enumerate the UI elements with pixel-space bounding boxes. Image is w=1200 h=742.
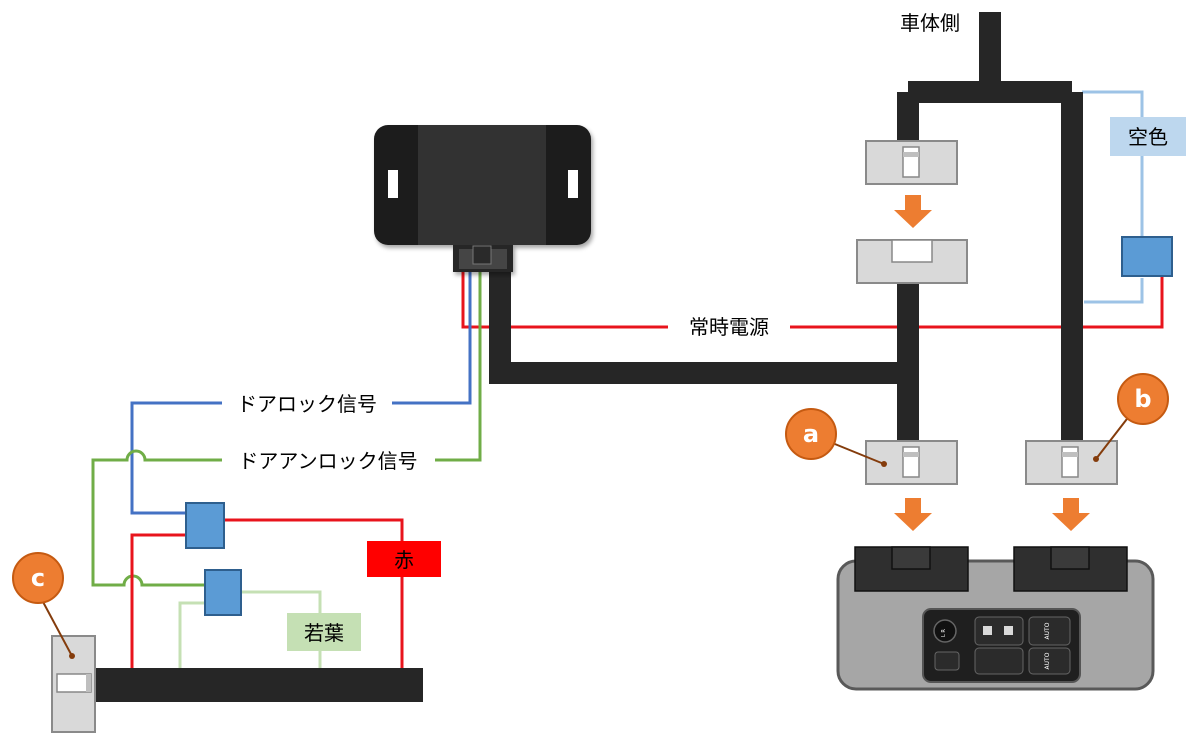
vehicle-side-label: 車体側	[900, 11, 960, 35]
red-tag: 赤	[367, 541, 441, 577]
red-power-wire	[461, 268, 668, 329]
callout-b-dot	[1093, 456, 1099, 462]
splice-connector-sky-blue	[1121, 236, 1173, 277]
sky-blue-tag: 空色	[1110, 117, 1186, 156]
auto-switch-top	[1028, 616, 1071, 646]
constant-power-label: 常時電源	[689, 315, 769, 339]
splice-connector-lock	[185, 502, 225, 549]
red-tag-text: 赤	[394, 548, 414, 572]
callout-b-leader	[1095, 414, 1131, 460]
module-harness	[489, 268, 910, 384]
connector-top-male[interactable]	[856, 239, 968, 284]
lock-button	[934, 651, 960, 671]
red-wire-left	[130, 533, 186, 668]
arrow-down-top	[894, 195, 932, 228]
connector-b[interactable]	[1025, 440, 1118, 485]
vehicle-harness	[897, 12, 1083, 442]
callout-b-text: b	[1134, 385, 1151, 413]
window-lock-switch	[974, 616, 1024, 646]
green-unlock-wire-left	[91, 449, 222, 587]
sky-blue-wire-3	[1084, 278, 1144, 304]
window-switch-rear	[974, 647, 1024, 675]
callout-a-text: a	[803, 420, 819, 448]
red-wire-right-loop	[224, 518, 404, 668]
ground-bar	[95, 668, 423, 702]
connector-c[interactable]	[51, 635, 96, 733]
blue-lock-wire	[392, 268, 472, 405]
mirror-select-knob	[933, 619, 957, 643]
callout-a: a	[785, 408, 837, 460]
callout-c-dot	[69, 653, 75, 659]
callout-a-dot	[881, 461, 887, 467]
light-green-wire	[178, 601, 210, 668]
auto-label-bottom: AUTO	[1044, 652, 1051, 669]
sky-blue-tag-text: 空色	[1128, 125, 1168, 149]
arrow-down-a	[894, 498, 932, 531]
splice-connector-unlock	[204, 569, 242, 616]
arrow-down-b	[1052, 498, 1090, 531]
callout-c-leader	[41, 599, 73, 657]
door-lock-signal-label: ドアロック信号	[237, 392, 377, 416]
connector-top-female[interactable]	[865, 140, 958, 185]
light-green-tag-text: 若葉	[304, 621, 344, 645]
constant-power-label-bg	[668, 314, 790, 340]
callout-c: c	[12, 552, 64, 604]
auto-label-top: AUTO	[1044, 622, 1051, 639]
callout-c-text: c	[31, 564, 45, 592]
blue-lock-wire-left	[130, 401, 222, 515]
lr-label: L R	[941, 629, 947, 637]
light-green-tag: 若葉	[287, 613, 361, 651]
green-unlock-wire	[435, 268, 482, 462]
auto-switch-bottom	[1028, 647, 1071, 675]
connector-a[interactable]	[865, 440, 958, 485]
callout-b: b	[1117, 373, 1169, 425]
power-window-switch-panel: AUTO AUTO L R	[836, 546, 1155, 691]
door-unlock-signal-label: ドアアンロック信号	[238, 449, 417, 473]
control-module	[374, 125, 591, 272]
